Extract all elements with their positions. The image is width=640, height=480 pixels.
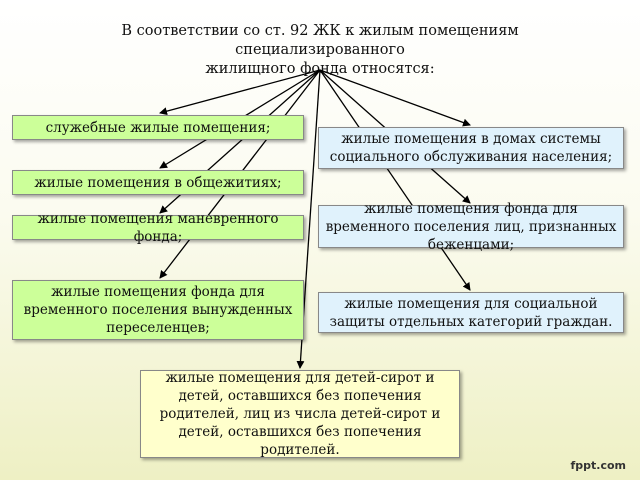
box-social-service: жилые помещения в домах системы социальн… bbox=[318, 127, 624, 169]
box-social-protection: жилые помещения для социальной защиты от… bbox=[318, 292, 624, 333]
box-service-housing: служебные жилые помещения; bbox=[12, 115, 304, 140]
title-line-2: жилищного фонда относятся: bbox=[205, 61, 435, 77]
diagram-title: В соответствии со ст. 92 ЖК к жилым поме… bbox=[40, 22, 600, 79]
arrow-to-social-protection bbox=[319, 69, 471, 291]
box-migrants-fund: жилые помещения фонда для временного пос… bbox=[12, 280, 304, 340]
arrow-to-service-housing bbox=[159, 69, 321, 116]
title-line-1: В соответствии со ст. 92 ЖК к жилым поме… bbox=[121, 23, 519, 58]
arrow-to-social-service bbox=[319, 69, 471, 127]
box-refugees-fund: жилые помещения фонда для временного пос… bbox=[318, 201, 624, 253]
box-orphans-housing: жилые помещения для детей-сирот и детей,… bbox=[140, 370, 460, 458]
brand-watermark: fppt.com bbox=[570, 459, 626, 472]
box-maneuver-fund: жилые помещения маневренного фонда; bbox=[12, 211, 304, 245]
box-dormitory-housing: жилые помещения в общежитиях; bbox=[12, 170, 304, 195]
